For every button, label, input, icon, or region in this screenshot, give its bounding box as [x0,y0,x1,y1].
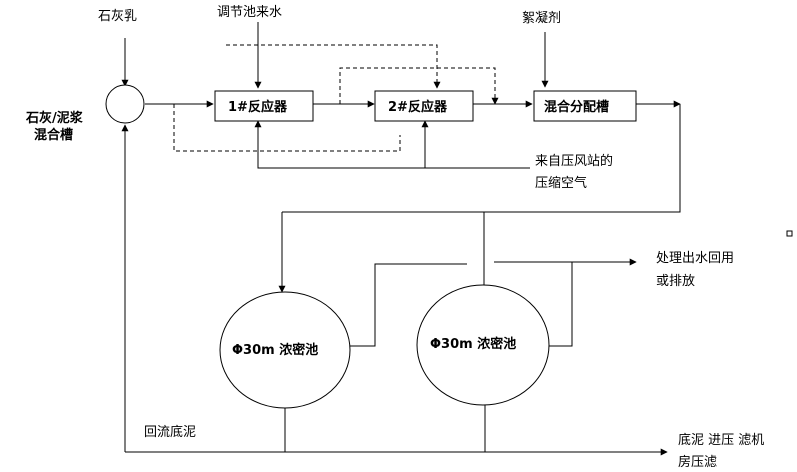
thickener2-overflow-line [548,262,573,347]
reactor2-box [374,90,474,122]
reactor1-box [214,90,314,122]
sludge-press-label-line2: 房压滤 [678,454,717,470]
reactor2-label: 2#反应器 [388,99,448,115]
return-sludge-label: 回流底泥 [144,424,196,440]
thickener2-ellipse [416,284,550,406]
mixing-tank-circle [105,84,145,124]
dashed-bypass-upper [339,67,499,105]
small-marker [786,230,793,237]
lime-milk-label: 石灰乳 [98,9,137,24]
effluent-label-line1: 处理出水回用 [656,251,734,266]
flocculant-label: 絮凝剂 [522,10,561,26]
compressed-air-label-line1: 来自压风站的 [535,153,613,169]
sludge-press-label-line1: 底泥 进压 滤机 [678,432,764,448]
thickener2-label: Φ30m 浓密池 [430,336,516,352]
mixing-tank-label-line1: 石灰/泥浆 [25,110,84,126]
compressed-air-line [257,136,530,169]
thickener1-ellipse [219,291,351,409]
dashed-feed-reactor2 [226,44,441,89]
mixing-tank-label-line2: 混合槽 [34,127,73,143]
effluent-label-line2: 或排放 [656,274,695,289]
dashed-loop-lower [173,104,401,152]
thickener1-overflow-line [345,263,467,347]
distribution-tank-box [533,90,637,122]
thickener1-label: Φ30m 浓密池 [232,342,318,358]
distribution-tank-label: 混合分配槽 [544,99,609,115]
reactor1-label: 1#反应器 [228,99,288,115]
compressed-air-label-line2: 压缩空气 [535,175,587,191]
regulating-water-label: 调节池来水 [217,5,282,20]
distribution-to-thickeners-line [282,104,681,213]
